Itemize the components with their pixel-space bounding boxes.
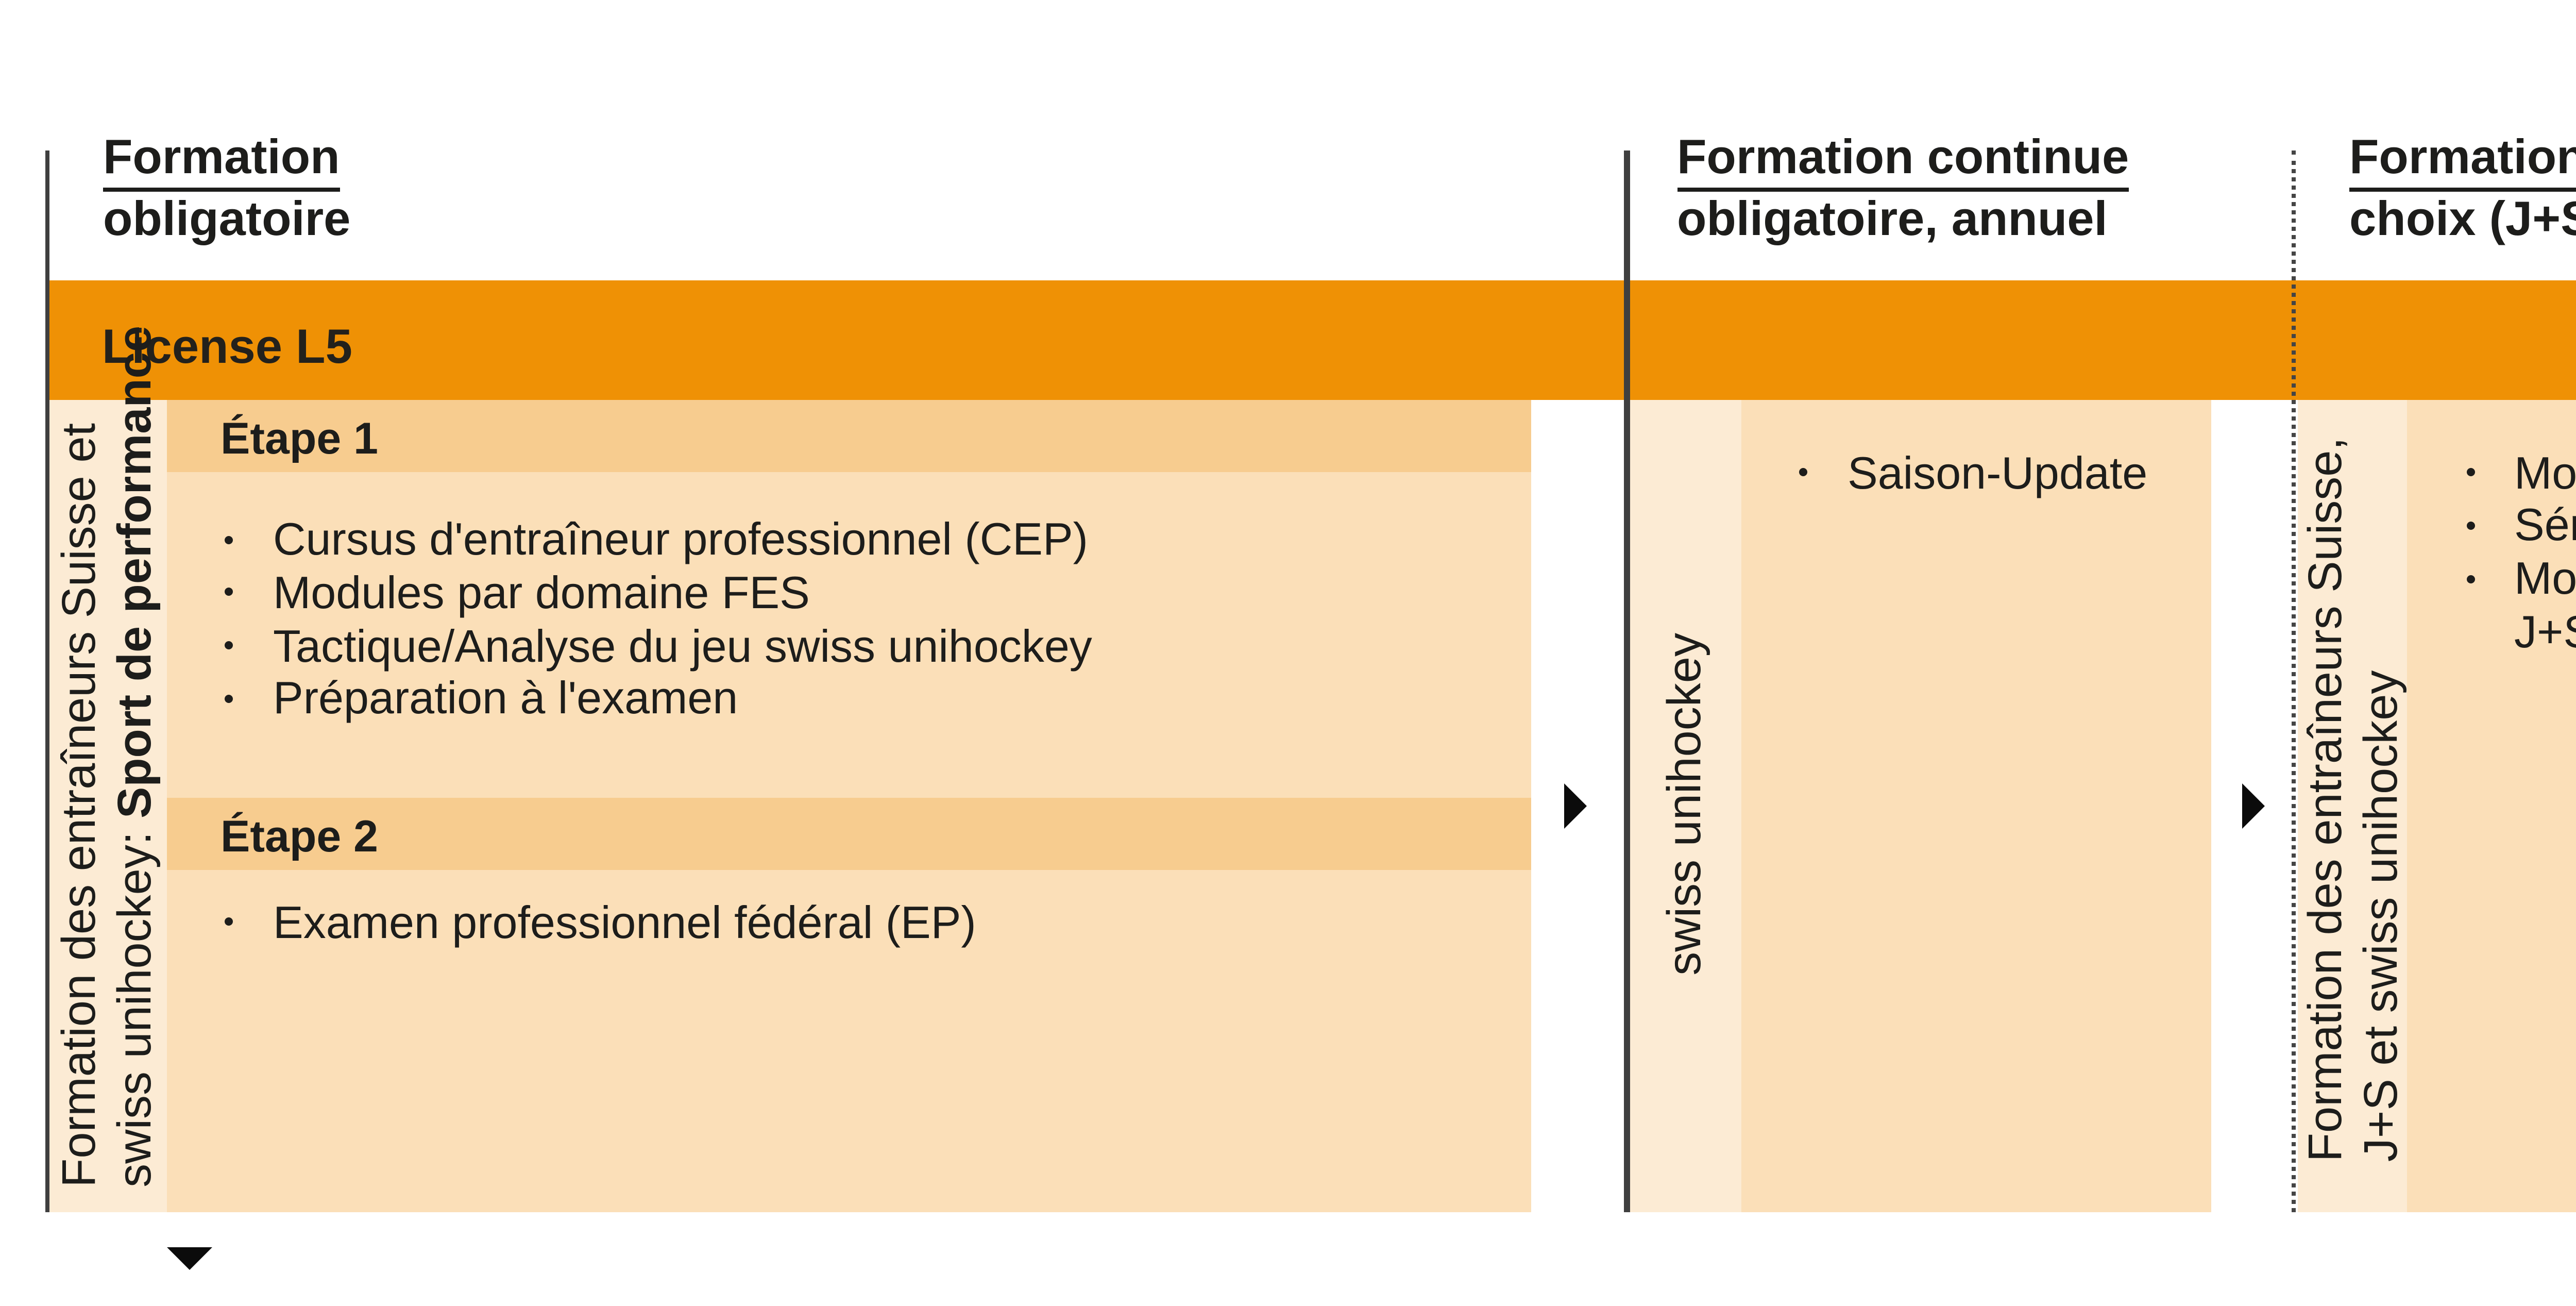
bullet-icon — [2466, 468, 2474, 476]
column1-header-line2: obligatoire — [103, 192, 351, 245]
list-item-text: Modules par domaine FES — [2514, 446, 2576, 498]
list-item-text: Cursus d'entraîneur professionnel (CEP) — [273, 513, 1088, 565]
arrow-down-icon — [167, 1247, 213, 1270]
list-item: Modules par domaine FES — [2451, 446, 2576, 499]
column3-header: Formation continue choix (J+S au moins t… — [2349, 130, 2576, 247]
column2-header-line1: Formation continue — [1677, 130, 2129, 192]
column1-sidebar-line2-regular: swiss unihockey: — [108, 817, 161, 1186]
list-item-text: Modules Formation continue J+S — [2514, 552, 2576, 657]
list-item: Modules par domaine FES — [210, 566, 1092, 619]
column1-header-line1: Formation — [103, 130, 340, 192]
column3-sidebar-text: Formation des entraîneurs Suisse, J+S et… — [2297, 437, 2408, 1162]
stage1-title: Étape 1 — [221, 413, 378, 463]
stage2-band: Étape 2 — [166, 797, 1531, 869]
column1-sidebar: Formation des entraîneurs Suisse et swis… — [49, 325, 166, 1211]
stage1-band: Étape 1 — [166, 399, 1531, 471]
list-item: Examen professionnel fédéral (EP) — [210, 896, 976, 949]
column3-dotted-divider-line — [2291, 150, 2295, 1211]
list-item: Tactique/Analyse du jeu swiss unihockey — [210, 619, 1092, 673]
stage2-bullet-list: Examen professionnel fédéral (EP) — [210, 896, 976, 949]
arrow-right-icon — [2242, 782, 2265, 828]
list-item: Cursus d'entraîneur professionnel (CEP) — [210, 513, 1092, 566]
column2-bullet-list: Saison-Update — [1785, 446, 2147, 499]
column1-divider-line — [44, 150, 49, 1211]
list-item-text: Préparation à l'examen — [273, 673, 738, 724]
column3-sidebar: Formation des entraîneurs Suisse, J+S et… — [2297, 399, 2408, 1211]
list-item: Saison-Update — [1785, 446, 2147, 499]
column2-sidebar: swiss unihockey — [1629, 399, 1740, 1211]
bullet-icon — [225, 694, 233, 702]
bullet-icon — [225, 588, 233, 596]
column3-body — [2407, 399, 2576, 1211]
stage1-bullet-list: Cursus d'entraîneur professionnel (CEP) … — [210, 513, 1092, 726]
arrow-right-icon — [1564, 782, 1587, 828]
list-item: Préparation à l'examen — [210, 673, 1092, 726]
column3-bullet-list: Modules par domaine FES Séminaires / JEM… — [2451, 446, 2576, 659]
license-band: License L5 — [49, 279, 2576, 399]
column2-header-line2: obligatoire, annuel — [1677, 192, 2108, 245]
bullet-icon — [2466, 574, 2474, 582]
list-item-text: Séminaires / JEM — [2514, 499, 2576, 551]
list-item-text: Examen professionnel fédéral (EP) — [273, 896, 976, 947]
column3-sidebar-line2: J+S et swiss unihockey — [2352, 670, 2406, 1162]
column1-sidebar-line1: Formation des entraîneurs Suisse et — [52, 422, 106, 1186]
column1-sidebar-line2-bold: Sport de performance — [108, 325, 161, 818]
column1-header: Formation obligatoire — [103, 130, 351, 247]
column3-sidebar-line1: Formation des entraîneurs Suisse, — [2297, 437, 2350, 1162]
bullet-icon — [225, 641, 233, 649]
bullet-icon — [225, 535, 233, 543]
bullet-icon — [1799, 468, 1807, 476]
list-item-text: Tactique/Analyse du jeu swiss unihockey — [273, 619, 1092, 671]
column3-header-line1: Formation continue — [2349, 130, 2576, 192]
column2-sidebar-text: swiss unihockey — [1657, 634, 1713, 977]
list-item: Séminaires / JEM — [2451, 499, 2576, 552]
stage2-title: Étape 2 — [221, 812, 378, 861]
bullet-icon — [225, 917, 233, 926]
license-label: License L5 — [102, 319, 352, 372]
column2-divider-line — [1624, 150, 1629, 1211]
column2-body — [1740, 399, 2211, 1211]
list-item-text: Saison-Update — [1848, 446, 2148, 498]
list-item: Modules Formation continue J+S — [2451, 552, 2576, 659]
list-item-text: Modules par domaine FES — [273, 566, 810, 618]
column1-sidebar-text: Formation des entraîneurs Suisse et swis… — [52, 325, 163, 1186]
bullet-icon — [2466, 521, 2474, 529]
column3-header-line2: choix (J+S au moins tous les 2 ans) — [2349, 192, 2576, 245]
column2-sidebar-line1: swiss unihockey — [1657, 633, 1710, 977]
column2-header: Formation continue obligatoire, annuel — [1677, 130, 2129, 247]
